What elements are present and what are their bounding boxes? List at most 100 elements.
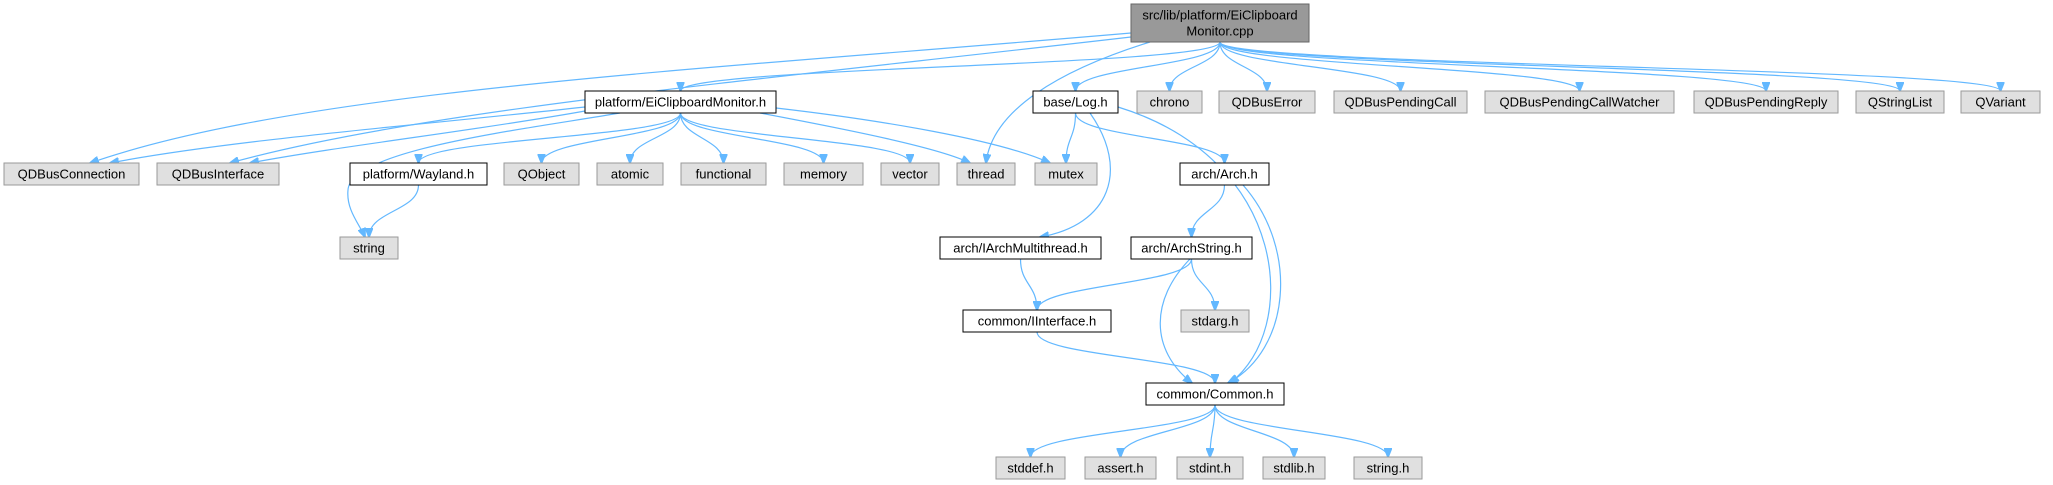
node-label: common/IInterface.h	[978, 314, 1097, 329]
edge-common-h-to-assert-h	[1121, 404, 1216, 457]
node-memory: memory	[783, 162, 864, 186]
node-label: QDBusError	[1232, 95, 1303, 110]
edge-eiclipboardmonitor-h-to-mutex	[775, 107, 1050, 163]
edge-eiclipboardmonitor-h-to-atomic	[630, 112, 682, 163]
node-mutex: mutex	[1034, 162, 1098, 186]
node-box	[1130, 3, 1310, 43]
node-qdbuspendingcall: QDBusPendingCall	[1333, 90, 1468, 114]
node-box	[503, 162, 580, 186]
edge-root-to-qdbusconnection	[90, 32, 1132, 163]
node-label: QDBusInterface	[172, 167, 265, 182]
node-root[interactable]: src/lib/platform/EiClipboardMonitor.cpp	[1130, 3, 1310, 43]
node-label: QVariant	[1975, 95, 2026, 110]
edge-eiclipboardmonitor-h-to-wayland-h	[419, 112, 682, 163]
edge-log-h-to-iarchmultithread-h	[1040, 112, 1111, 237]
node-label: platform/Wayland.h	[363, 167, 475, 182]
node-iinterface-h[interactable]: common/IInterface.h	[962, 309, 1112, 333]
node-atomic: atomic	[596, 162, 664, 186]
node-string-h: string.h	[1353, 456, 1423, 480]
node-label: Monitor.cpp	[1186, 24, 1253, 39]
edge-eiclipboardmonitor-h-to-qdbusconnection	[110, 106, 586, 163]
node-label: functional	[696, 167, 752, 182]
edge-eiclipboardmonitor-h-to-thread	[759, 112, 970, 163]
node-label: assert.h	[1097, 461, 1143, 476]
edge-eiclipboardmonitor-h-to-memory	[679, 112, 824, 163]
node-label: platform/EiClipboardMonitor.h	[595, 95, 766, 110]
node-label: memory	[800, 167, 847, 182]
node-box	[1130, 236, 1253, 260]
node-chrono: chrono	[1136, 90, 1203, 114]
node-box	[1855, 90, 1945, 114]
node-wayland-h[interactable]: platform/Wayland.h	[349, 162, 488, 186]
node-qdbusinterface: QDBusInterface	[156, 162, 280, 186]
node-label: base/Log.h	[1043, 95, 1107, 110]
node-label: QDBusPendingCall	[1344, 95, 1456, 110]
node-log-h[interactable]: base/Log.h	[1032, 90, 1119, 114]
node-label: stddef.h	[1007, 461, 1053, 476]
edge-arch-h-to-archstring-h	[1192, 184, 1226, 237]
node-box	[962, 309, 1112, 333]
node-box	[339, 236, 399, 260]
node-label: arch/IArchMultithread.h	[953, 241, 1087, 256]
edge-eiclipboardmonitor-h-to-functional	[679, 112, 724, 163]
node-box	[596, 162, 664, 186]
edge-wayland-h-to-string	[369, 184, 420, 237]
node-label: src/lib/platform/EiClipboard	[1142, 8, 1297, 23]
edge-common-h-to-stdint-h	[1210, 404, 1216, 457]
edge-eiclipboardmonitor-h-to-vector	[679, 112, 911, 163]
node-label: common/Common.h	[1156, 387, 1273, 402]
edge-log-h-to-arch-h	[1074, 112, 1225, 163]
edge-root-to-qdbuspendingreply	[1219, 41, 1766, 91]
node-box	[783, 162, 864, 186]
edge-root-to-qstringlist	[1219, 41, 1900, 91]
node-qdbuserror: QDBusError	[1218, 90, 1316, 114]
edge-archstring-h-to-stdarg-h	[1190, 258, 1216, 310]
node-eiclipboardmonitor-h[interactable]: platform/EiClipboardMonitor.h	[584, 90, 777, 114]
node-functional: functional	[680, 162, 767, 186]
node-common-h[interactable]: common/Common.h	[1145, 382, 1285, 406]
node-label: arch/ArchString.h	[1141, 241, 1241, 256]
node-box	[956, 162, 1016, 186]
node-label: chrono	[1150, 95, 1190, 110]
edge-root-to-qdbuspendingcallwatcher	[1219, 41, 1580, 91]
node-box	[1084, 456, 1157, 480]
node-qvariant: QVariant	[1960, 90, 2041, 114]
node-label: stdlib.h	[1273, 461, 1314, 476]
node-box	[1960, 90, 2041, 114]
edge-root-to-qdbuserror	[1219, 41, 1267, 91]
node-box	[1032, 90, 1119, 114]
node-box	[156, 162, 280, 186]
node-box	[584, 90, 777, 114]
node-box	[1179, 162, 1270, 186]
node-box	[1136, 90, 1203, 114]
node-box	[939, 236, 1102, 260]
node-label: QStringList	[1868, 95, 1933, 110]
edge-eiclipboardmonitor-h-to-qdbusinterface	[250, 110, 586, 163]
node-box	[1353, 456, 1423, 480]
node-box	[349, 162, 488, 186]
node-label: QDBusPendingReply	[1705, 95, 1828, 110]
node-box	[1693, 90, 1839, 114]
edge-common-h-to-stddef-h	[1031, 404, 1216, 457]
node-box	[1145, 382, 1285, 406]
edge-archstring-h-to-common-h	[1159, 258, 1192, 383]
edge-archstring-h-to-iinterface-h	[1037, 258, 1193, 310]
node-label: string.h	[1367, 461, 1410, 476]
node-qdbusconnection: QDBusConnection	[3, 162, 140, 186]
node-label: stdint.h	[1189, 461, 1231, 476]
node-label: arch/Arch.h	[1191, 167, 1257, 182]
edge-root-to-qvariant	[1219, 41, 2001, 91]
node-box	[1333, 90, 1468, 114]
edge-iinterface-h-to-common-h	[1036, 331, 1215, 383]
node-stdarg-h: stdarg.h	[1180, 309, 1250, 333]
node-archstring-h[interactable]: arch/ArchString.h	[1130, 236, 1253, 260]
node-stdint-h: stdint.h	[1176, 456, 1244, 480]
node-iarchmultithread-h[interactable]: arch/IArchMultithread.h	[939, 236, 1102, 260]
node-vector: vector	[880, 162, 940, 186]
node-box	[3, 162, 140, 186]
node-arch-h[interactable]: arch/Arch.h	[1179, 162, 1270, 186]
edge-log-h-to-mutex	[1066, 112, 1077, 163]
node-qdbuspendingcallwatcher: QDBusPendingCallWatcher	[1484, 90, 1675, 114]
node-label: thread	[968, 167, 1005, 182]
